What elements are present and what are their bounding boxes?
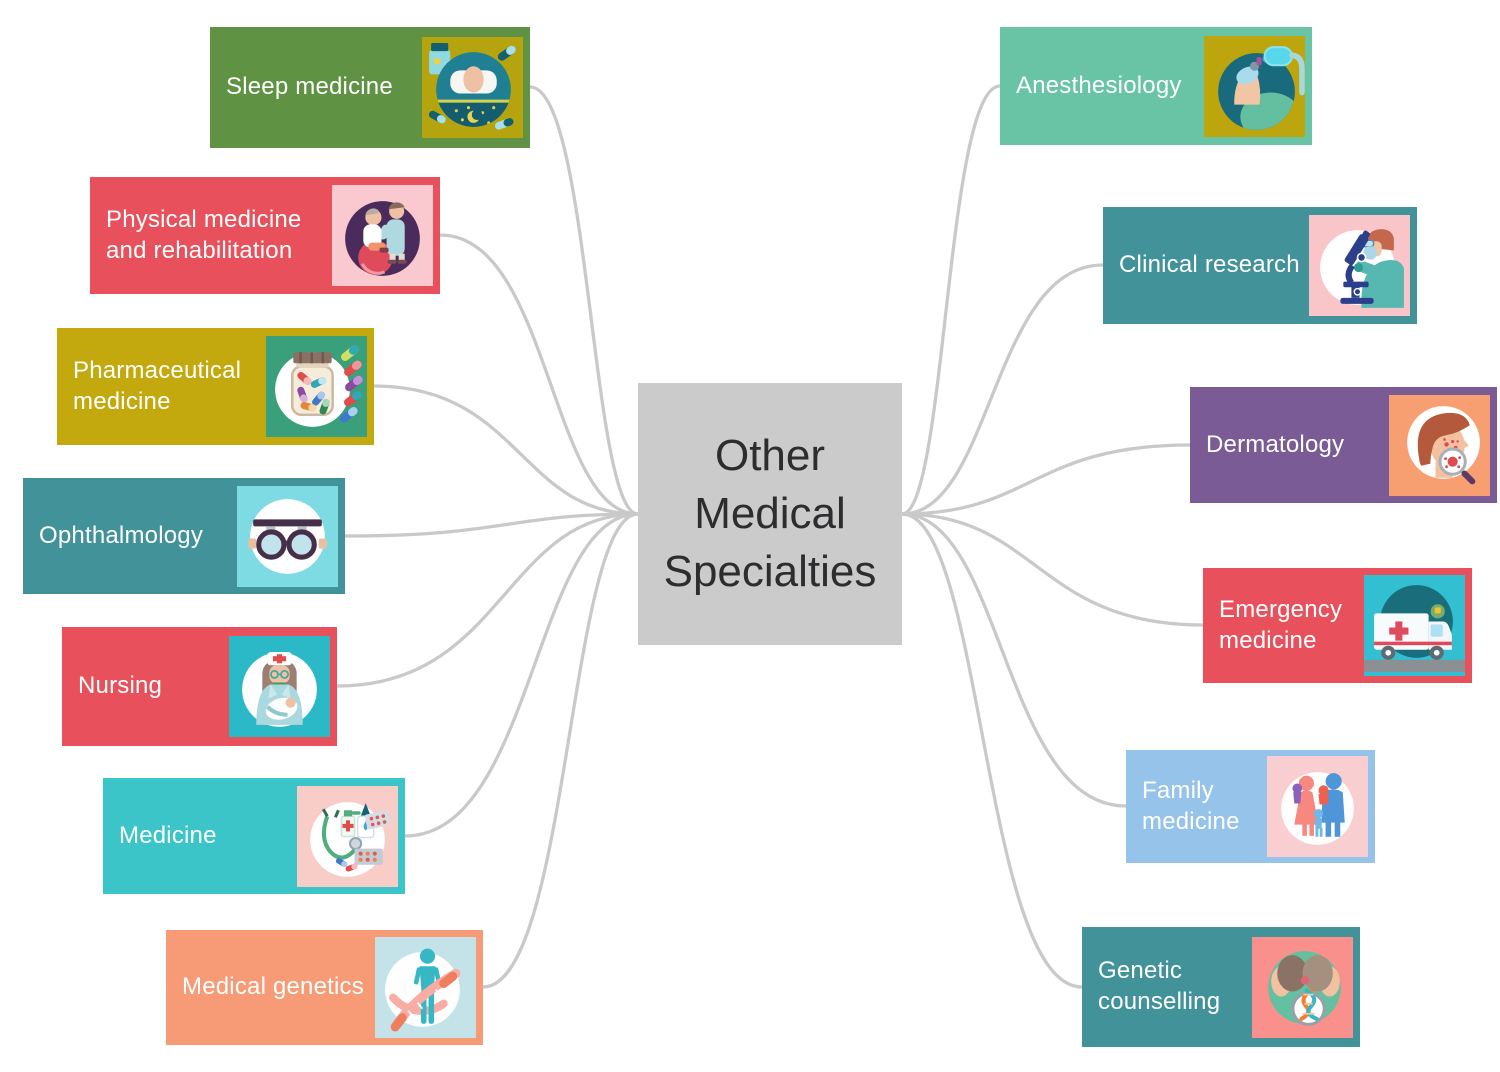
- node-pharmaceutical-medicine[interactable]: Pharmaceutical medicine: [57, 328, 374, 445]
- center-topic-label: Other Medical Specialties: [663, 430, 877, 597]
- nurse-holding-baby-icon: [229, 636, 330, 737]
- center-topic[interactable]: Other Medical Specialties: [638, 383, 902, 645]
- human-figure-dna-icon: [375, 937, 476, 1038]
- node-sleep-medicine[interactable]: Sleep medicine: [210, 27, 530, 148]
- node-anesthesiology[interactable]: Anesthesiology: [1000, 27, 1312, 145]
- node-dermatology[interactable]: Dermatology: [1190, 387, 1497, 503]
- node-physical-medicine[interactable]: Physical medicine and rehabilitation: [90, 177, 440, 294]
- connector-physical-medicine: [439, 233, 639, 516]
- connector-sleep-medicine: [529, 85, 639, 516]
- node-label: Pharmaceutical medicine: [73, 356, 242, 415]
- node-emergency-medicine[interactable]: Emergency medicine: [1203, 568, 1472, 683]
- connector-emergency-medicine: [901, 512, 1204, 627]
- node-label: Sleep medicine: [226, 73, 393, 101]
- family-figures-icon: [1267, 756, 1368, 857]
- connector-dermatology: [901, 443, 1191, 516]
- scientist-microscope-icon: [1309, 215, 1410, 316]
- connector-genetic-counselling: [901, 512, 1083, 989]
- node-label: Medicine: [119, 821, 217, 849]
- node-label: Nursing: [78, 672, 163, 700]
- node-genetic-counselling[interactable]: Genetic counselling: [1082, 927, 1360, 1047]
- node-medical-genetics[interactable]: Medical genetics: [166, 930, 483, 1045]
- connector-family-medicine: [901, 512, 1127, 808]
- connector-pharmaceutical: [373, 384, 639, 516]
- connector-anesthesiology: [901, 84, 1001, 516]
- sleeping-patient-with-pills-icon: [422, 37, 523, 138]
- node-clinical-research[interactable]: Clinical research: [1103, 207, 1417, 324]
- stethoscope-medicines-icon: [297, 785, 398, 887]
- connector-ophthalmology: [344, 512, 639, 538]
- couple-heads-dna-magnifier-icon: [1252, 936, 1353, 1038]
- skin-rash-magnifier-icon: [1389, 394, 1490, 496]
- connector-nursing: [336, 512, 639, 688]
- connector-medical-genetics: [482, 512, 639, 989]
- node-ophthalmology[interactable]: Ophthalmology: [23, 478, 345, 594]
- node-label: Family medicine: [1142, 776, 1240, 835]
- node-label: Genetic counselling: [1098, 957, 1221, 1015]
- connector-clinical-research: [901, 263, 1104, 516]
- node-nursing[interactable]: Nursing: [62, 627, 337, 746]
- connector-medicine: [404, 512, 639, 838]
- node-label: Medical genetics: [182, 973, 364, 1001]
- node-label: Emergency medicine: [1219, 595, 1343, 654]
- therapist-patient-exercise-ball-icon: [332, 185, 433, 286]
- node-label: Anesthesiology: [1016, 71, 1182, 99]
- node-label: Physical medicine and rehabilitation: [106, 205, 302, 264]
- node-label: Clinical research: [1119, 251, 1300, 279]
- anesthesia-mask-patient-icon: [1204, 35, 1305, 137]
- pill-jar-capsules-icon: [266, 336, 367, 437]
- trial-frame-glasses-icon: [237, 485, 338, 587]
- ambulance-icon: [1364, 575, 1465, 676]
- node-medicine[interactable]: Medicine: [103, 778, 405, 894]
- node-family-medicine[interactable]: Family medicine: [1126, 750, 1375, 863]
- node-label: Dermatology: [1206, 430, 1345, 458]
- node-label: Ophthalmology: [39, 521, 204, 549]
